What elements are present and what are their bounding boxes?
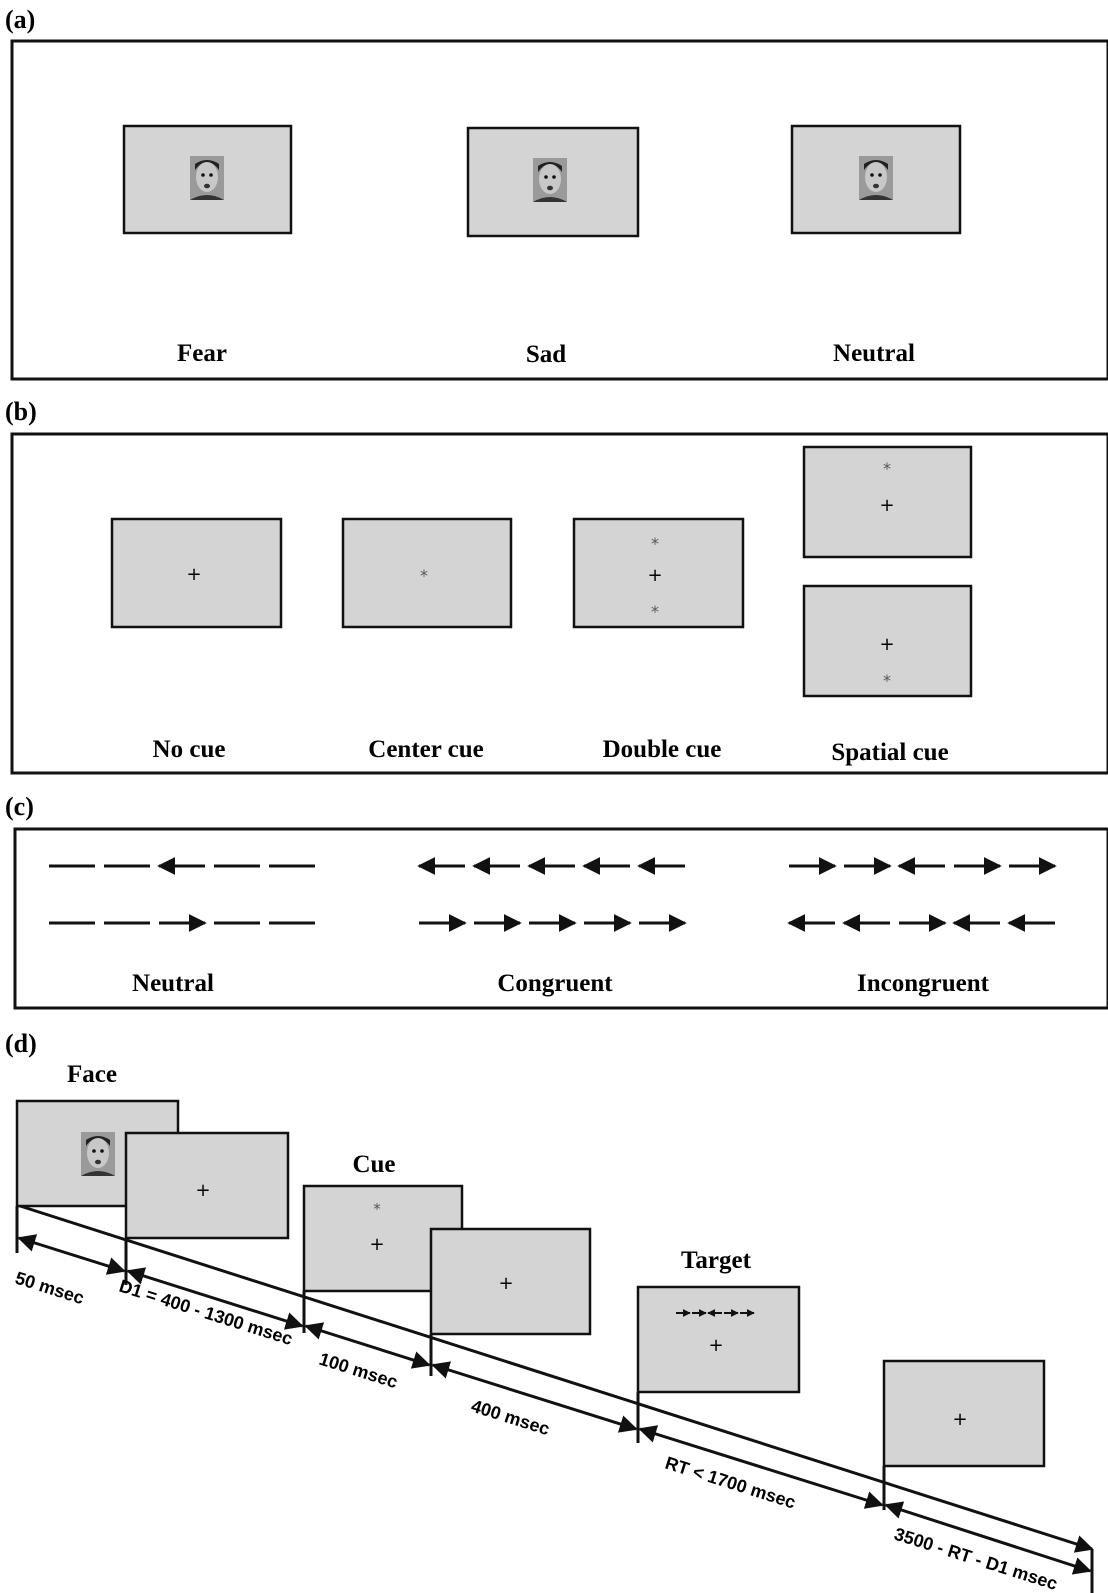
neutral-face-icon	[859, 156, 893, 200]
lower-cue-star: *	[651, 602, 659, 621]
upper-cue-star: *	[651, 534, 659, 553]
panel-c-letter: (c)	[5, 792, 34, 821]
timing-rt: RT < 1700 msec	[663, 1453, 798, 1513]
fixation-cross: +	[186, 564, 201, 585]
label-double-cue: Double cue	[603, 736, 722, 763]
screen-spatial-cue-up: * +	[802, 445, 973, 559]
fixation-cross: +	[952, 1409, 967, 1430]
screen-fear	[122, 124, 293, 235]
stage-label-cue: Cue	[352, 1151, 395, 1178]
label-no-cue: No cue	[153, 736, 226, 763]
fixation-cross: +	[879, 634, 894, 655]
center-cue-star: *	[420, 566, 428, 585]
label-fear: Fear	[177, 340, 227, 367]
stage-label-face: Face	[67, 1061, 117, 1088]
sad-face-icon	[533, 158, 567, 202]
screen-center-cue: *	[341, 517, 513, 629]
panel-a-frame	[10, 39, 1108, 381]
duration-arrow-rt	[638, 1425, 884, 1509]
fixation-cross: +	[708, 1335, 723, 1356]
fixation-cross: +	[879, 495, 894, 516]
lower-cue-star: *	[883, 671, 891, 690]
duration-arrow-face	[17, 1234, 126, 1275]
upper-cue-star: *	[883, 459, 891, 478]
sequence-target-screen: +	[636, 1285, 801, 1443]
timing-cue: 100 msec	[317, 1349, 400, 1392]
panel-b-frame	[10, 432, 1108, 775]
panel-c-frame	[13, 827, 1108, 1010]
label-center-cue: Center cue	[368, 736, 483, 763]
sequence-fixation-screen-3: +	[882, 1359, 1046, 1510]
panel-d-letter: (d)	[5, 1029, 37, 1058]
panel-a-letter: (a)	[5, 5, 35, 34]
label-flanker-incongruent: Incongruent	[857, 970, 990, 997]
fixation-cross: +	[498, 1273, 513, 1294]
duration-arrow-iti	[884, 1501, 1092, 1575]
panel-b-letter: (b)	[5, 397, 37, 426]
screen-sad	[466, 126, 640, 238]
label-neutral: Neutral	[833, 340, 915, 367]
cue-star: *	[373, 1200, 381, 1218]
flanker-stimuli	[49, 857, 1057, 932]
timing-soa: 400 msec	[469, 1396, 552, 1439]
label-spatial-cue: Spatial cue	[831, 739, 948, 766]
duration-arrow-soa	[431, 1361, 638, 1433]
stage-label-target: Target	[681, 1247, 752, 1274]
duration-arrows	[17, 1234, 1092, 1575]
sequence-fixation-screen-1: +	[124, 1131, 290, 1285]
fixation-cross: +	[195, 1180, 210, 1201]
screen-double-cue: * + *	[572, 517, 745, 629]
label-sad: Sad	[526, 341, 566, 368]
timing-face: 50 msec	[13, 1268, 87, 1308]
duration-arrow-d1	[126, 1267, 304, 1330]
label-flanker-neutral: Neutral	[132, 970, 214, 997]
fixation-cross: +	[647, 565, 662, 586]
fearful-face-icon	[81, 1132, 115, 1176]
label-flanker-congruent: Congruent	[497, 970, 613, 997]
fixation-cross: +	[369, 1234, 384, 1255]
duration-arrow-cue	[304, 1322, 431, 1369]
screen-spatial-cue-down: + *	[802, 584, 973, 698]
sequence-fixation-screen-2: +	[429, 1227, 592, 1376]
screen-no-cue: +	[110, 517, 283, 629]
screen-neutral	[790, 124, 962, 235]
fearful-face-icon	[190, 156, 224, 200]
